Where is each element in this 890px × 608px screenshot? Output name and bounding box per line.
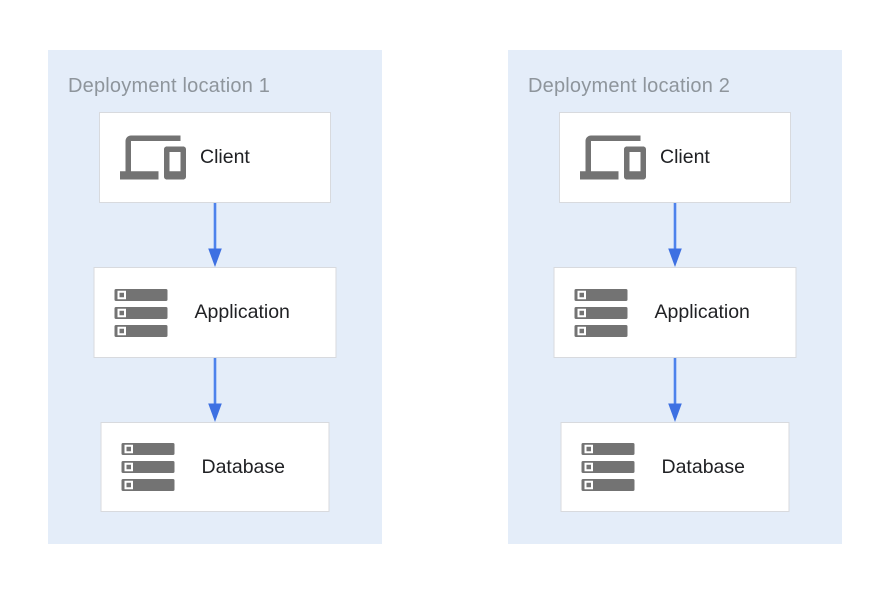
database-node: Database	[100, 422, 330, 512]
node-label: Client	[660, 146, 710, 168]
down-arrow	[208, 203, 222, 267]
node-label: Database	[661, 455, 745, 478]
panel-title: Deployment location 2	[528, 75, 731, 97]
database-node: Database	[560, 422, 790, 512]
storage-icon	[574, 288, 628, 337]
application-node: Application	[93, 267, 337, 358]
deployment-location-2-panel: Deployment location 2 Client	[508, 50, 842, 544]
down-arrow	[668, 358, 682, 422]
node-label: Database	[201, 455, 285, 478]
deployment-location-1-panel: Deployment location 1 Client	[48, 50, 382, 544]
application-node: Application	[553, 267, 797, 358]
node-label: Application	[654, 301, 750, 323]
devices-icon	[580, 130, 646, 185]
node-label: Application	[194, 301, 290, 323]
storage-icon	[581, 443, 635, 491]
devices-icon	[120, 130, 186, 185]
down-arrow	[208, 358, 222, 422]
node-label: Client	[200, 146, 250, 168]
down-arrow	[668, 203, 682, 267]
storage-icon	[121, 443, 175, 491]
client-node: Client	[99, 112, 331, 203]
panel-title: Deployment location 1	[68, 75, 271, 97]
client-node: Client	[559, 112, 791, 203]
storage-icon	[114, 288, 168, 337]
